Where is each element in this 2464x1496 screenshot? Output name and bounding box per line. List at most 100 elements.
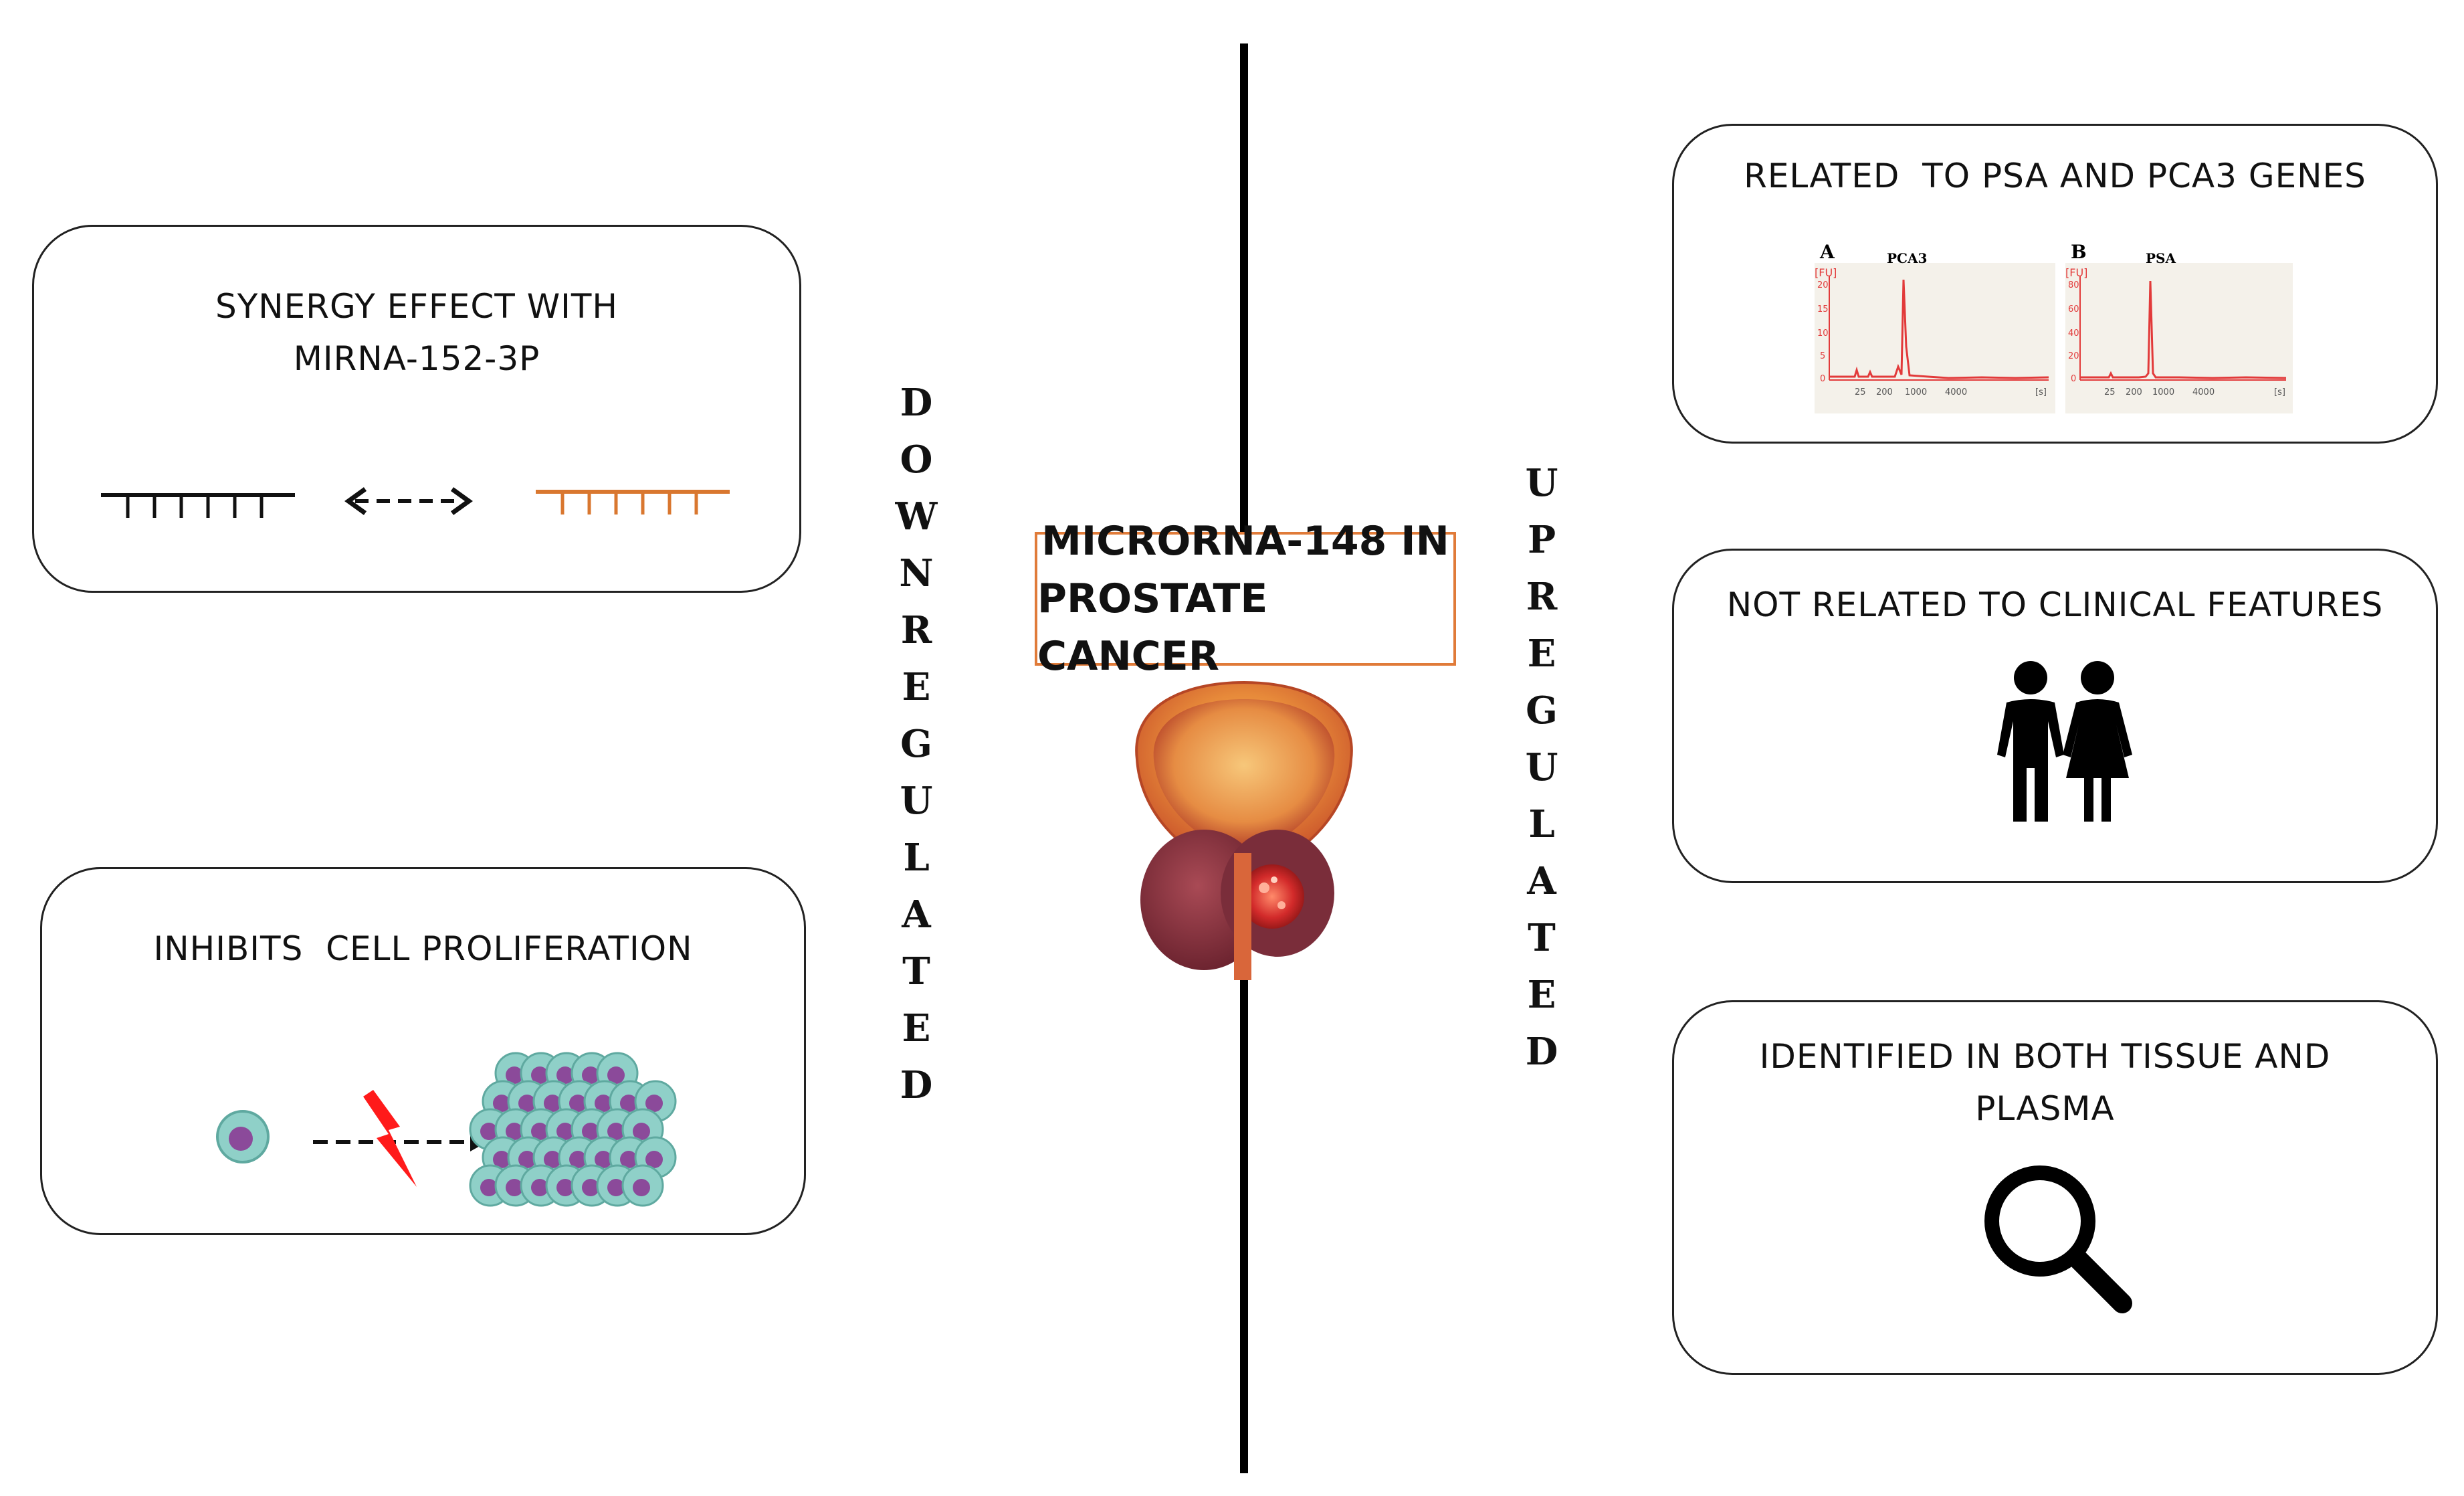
upregulated-letter: R	[1526, 575, 1558, 619]
cluster-cell-nucleus	[506, 1123, 523, 1140]
upregulated-letter: G	[1526, 688, 1558, 733]
man-woman-icon	[1997, 661, 2132, 822]
cluster-cell-nucleus	[607, 1066, 625, 1084]
cluster-cell-nucleus	[607, 1179, 625, 1196]
plot-a-xtick-0: 25	[1855, 387, 1866, 397]
plot-a-xunit: [s]	[2035, 387, 2047, 397]
synergy-title-line-1: SYNERGY EFFECT WITH	[215, 287, 619, 326]
plot-b-peak-label: PSA	[2146, 250, 2176, 266]
cluster-cell-nucleus	[480, 1179, 498, 1196]
plot-b-xunit: [s]	[2274, 387, 2285, 397]
identified-box: IDENTIFIED IN BOTH TISSUE AND PLASMA	[1672, 1000, 2438, 1375]
identified-title-line-2: PLASMA	[1975, 1089, 2115, 1128]
cluster-cell-nucleus	[569, 1095, 587, 1112]
cluster-cell-nucleus	[620, 1095, 637, 1112]
plot-a-unit: [FU]	[1815, 266, 1837, 279]
downregulated-letter: R	[900, 608, 932, 652]
divider-line-top	[1240, 43, 1248, 532]
cluster-cell-nucleus	[556, 1179, 574, 1196]
plot-a-ytick-4: 0	[1820, 374, 1825, 384]
downregulated-letter: E	[902, 665, 931, 709]
downregulated-letter: N	[899, 551, 934, 595]
cluster-cell-nucleus	[645, 1151, 663, 1168]
cell-cluster-icon	[469, 1052, 677, 1207]
plot-a-xtick-1: 200	[1876, 387, 1893, 397]
plot-a-ytick-0: 20	[1817, 280, 1829, 290]
upregulated-letter: E	[1527, 973, 1556, 1017]
cluster-cell-nucleus	[506, 1066, 523, 1084]
cluster-cell-nucleus	[582, 1066, 599, 1084]
plot-a-ytick-2: 10	[1817, 329, 1829, 339]
cluster-cell-nucleus	[633, 1179, 650, 1196]
upregulated-letter: L	[1528, 802, 1555, 846]
prostate-illustration	[1135, 680, 1353, 980]
downregulated-letter: T	[902, 949, 930, 994]
proliferation-box: INHIBITS CELL PROLIFERATION	[40, 867, 806, 1235]
downregulated-letter: E	[902, 1006, 931, 1050]
cluster-cell-nucleus	[480, 1123, 498, 1140]
bidirectional-arrow-icon	[344, 487, 473, 515]
upregulated-letter: E	[1527, 632, 1556, 676]
divider-line-bottom	[1240, 963, 1248, 1473]
downregulated-letter: W	[895, 494, 938, 539]
cluster-cell-nucleus	[582, 1123, 599, 1140]
clinical-features-title: NOT RELATED TO CLINICAL FEATURES	[1726, 585, 2384, 624]
plot-a-ytick-1: 15	[1817, 304, 1829, 314]
psa-electropherogram: B [FU] PSA 80 60 40 20 0 25 200 1000 400…	[2065, 241, 2293, 413]
cluster-cell-nucleus	[607, 1123, 625, 1140]
plot-b-panel-label: B	[2071, 241, 2087, 263]
pca3-electropherogram: A [FU] PCA3 20 15 10 5 0 25 200 1000 400…	[1815, 241, 2055, 413]
cluster-cell-nucleus	[531, 1123, 548, 1140]
downregulated-letter: D	[900, 381, 933, 425]
title-line-1: MICRORNA-148 IN	[1041, 518, 1449, 565]
cluster-cell-nucleus	[518, 1095, 536, 1112]
mirna-strand-orange-icon	[536, 490, 730, 515]
plot-a-panel-label: A	[1819, 241, 1835, 263]
psa-genes-box: RELATED TO PSA AND PCA3 GENES A [FU] PCA…	[1672, 124, 2438, 444]
mirna-strand-black-icon	[101, 493, 295, 518]
cluster-cell-nucleus	[620, 1151, 637, 1168]
single-cell-icon	[216, 1110, 270, 1163]
plot-b-ytick-3: 20	[2068, 351, 2079, 361]
cluster-cell-nucleus	[493, 1095, 510, 1112]
upregulated-letter: T	[1528, 916, 1556, 960]
clinical-features-box: NOT RELATED TO CLINICAL FEATURES	[1672, 549, 2438, 883]
cluster-cell-nucleus	[569, 1151, 587, 1168]
upregulated-letter: D	[1525, 1030, 1558, 1074]
magnifying-glass-icon	[1984, 1165, 2132, 1313]
cluster-cell-nucleus	[531, 1179, 548, 1196]
downregulated-letter: L	[903, 836, 930, 880]
upregulated-letter: A	[1527, 859, 1556, 903]
title-line-2: PROSTATE CANCER	[1037, 575, 1268, 680]
plot-b-ytick-1: 60	[2068, 304, 2079, 314]
cluster-cell-nucleus	[595, 1151, 612, 1168]
plot-a-peak-label: PCA3	[1887, 250, 1927, 266]
cluster-cell-nucleus	[518, 1151, 536, 1168]
psa-genes-title: RELATED TO PSA AND PCA3 GENES	[1744, 157, 2366, 195]
plot-a-xtick-3: 4000	[1945, 387, 1967, 397]
plot-b-ytick-0: 80	[2068, 280, 2079, 290]
cluster-cell-nucleus	[544, 1095, 561, 1112]
cluster-cell-nucleus	[556, 1066, 574, 1084]
cluster-cell-nucleus	[506, 1179, 523, 1196]
plot-a-xtick-2: 1000	[1905, 387, 1927, 397]
upregulated-letter: U	[1525, 461, 1558, 505]
cluster-cell-nucleus	[531, 1066, 548, 1084]
downregulated-letter: A	[902, 893, 931, 937]
downregulated-letter: D	[900, 1063, 933, 1107]
cluster-cell-nucleus	[544, 1151, 561, 1168]
upregulated-letter: U	[1525, 745, 1558, 789]
synergy-box: SYNERGY EFFECT WITH MIRNA-152-3P	[32, 225, 801, 593]
central-title-box: MICRORNA-148 IN PROSTATE CANCER	[1035, 518, 1456, 680]
cluster-cell-nucleus	[633, 1123, 650, 1140]
cluster-cell-nucleus	[595, 1095, 612, 1112]
cluster-cell-nucleus	[645, 1095, 663, 1112]
plot-b-xtick-0: 25	[2104, 387, 2116, 397]
plot-b-xtick-3: 4000	[2192, 387, 2215, 397]
synergy-title-line-2: MIRNA-152-3P	[293, 339, 540, 378]
plot-b-xtick-2: 1000	[2152, 387, 2174, 397]
downregulated-letter: G	[900, 722, 932, 766]
plot-a-ytick-3: 5	[1820, 351, 1825, 361]
